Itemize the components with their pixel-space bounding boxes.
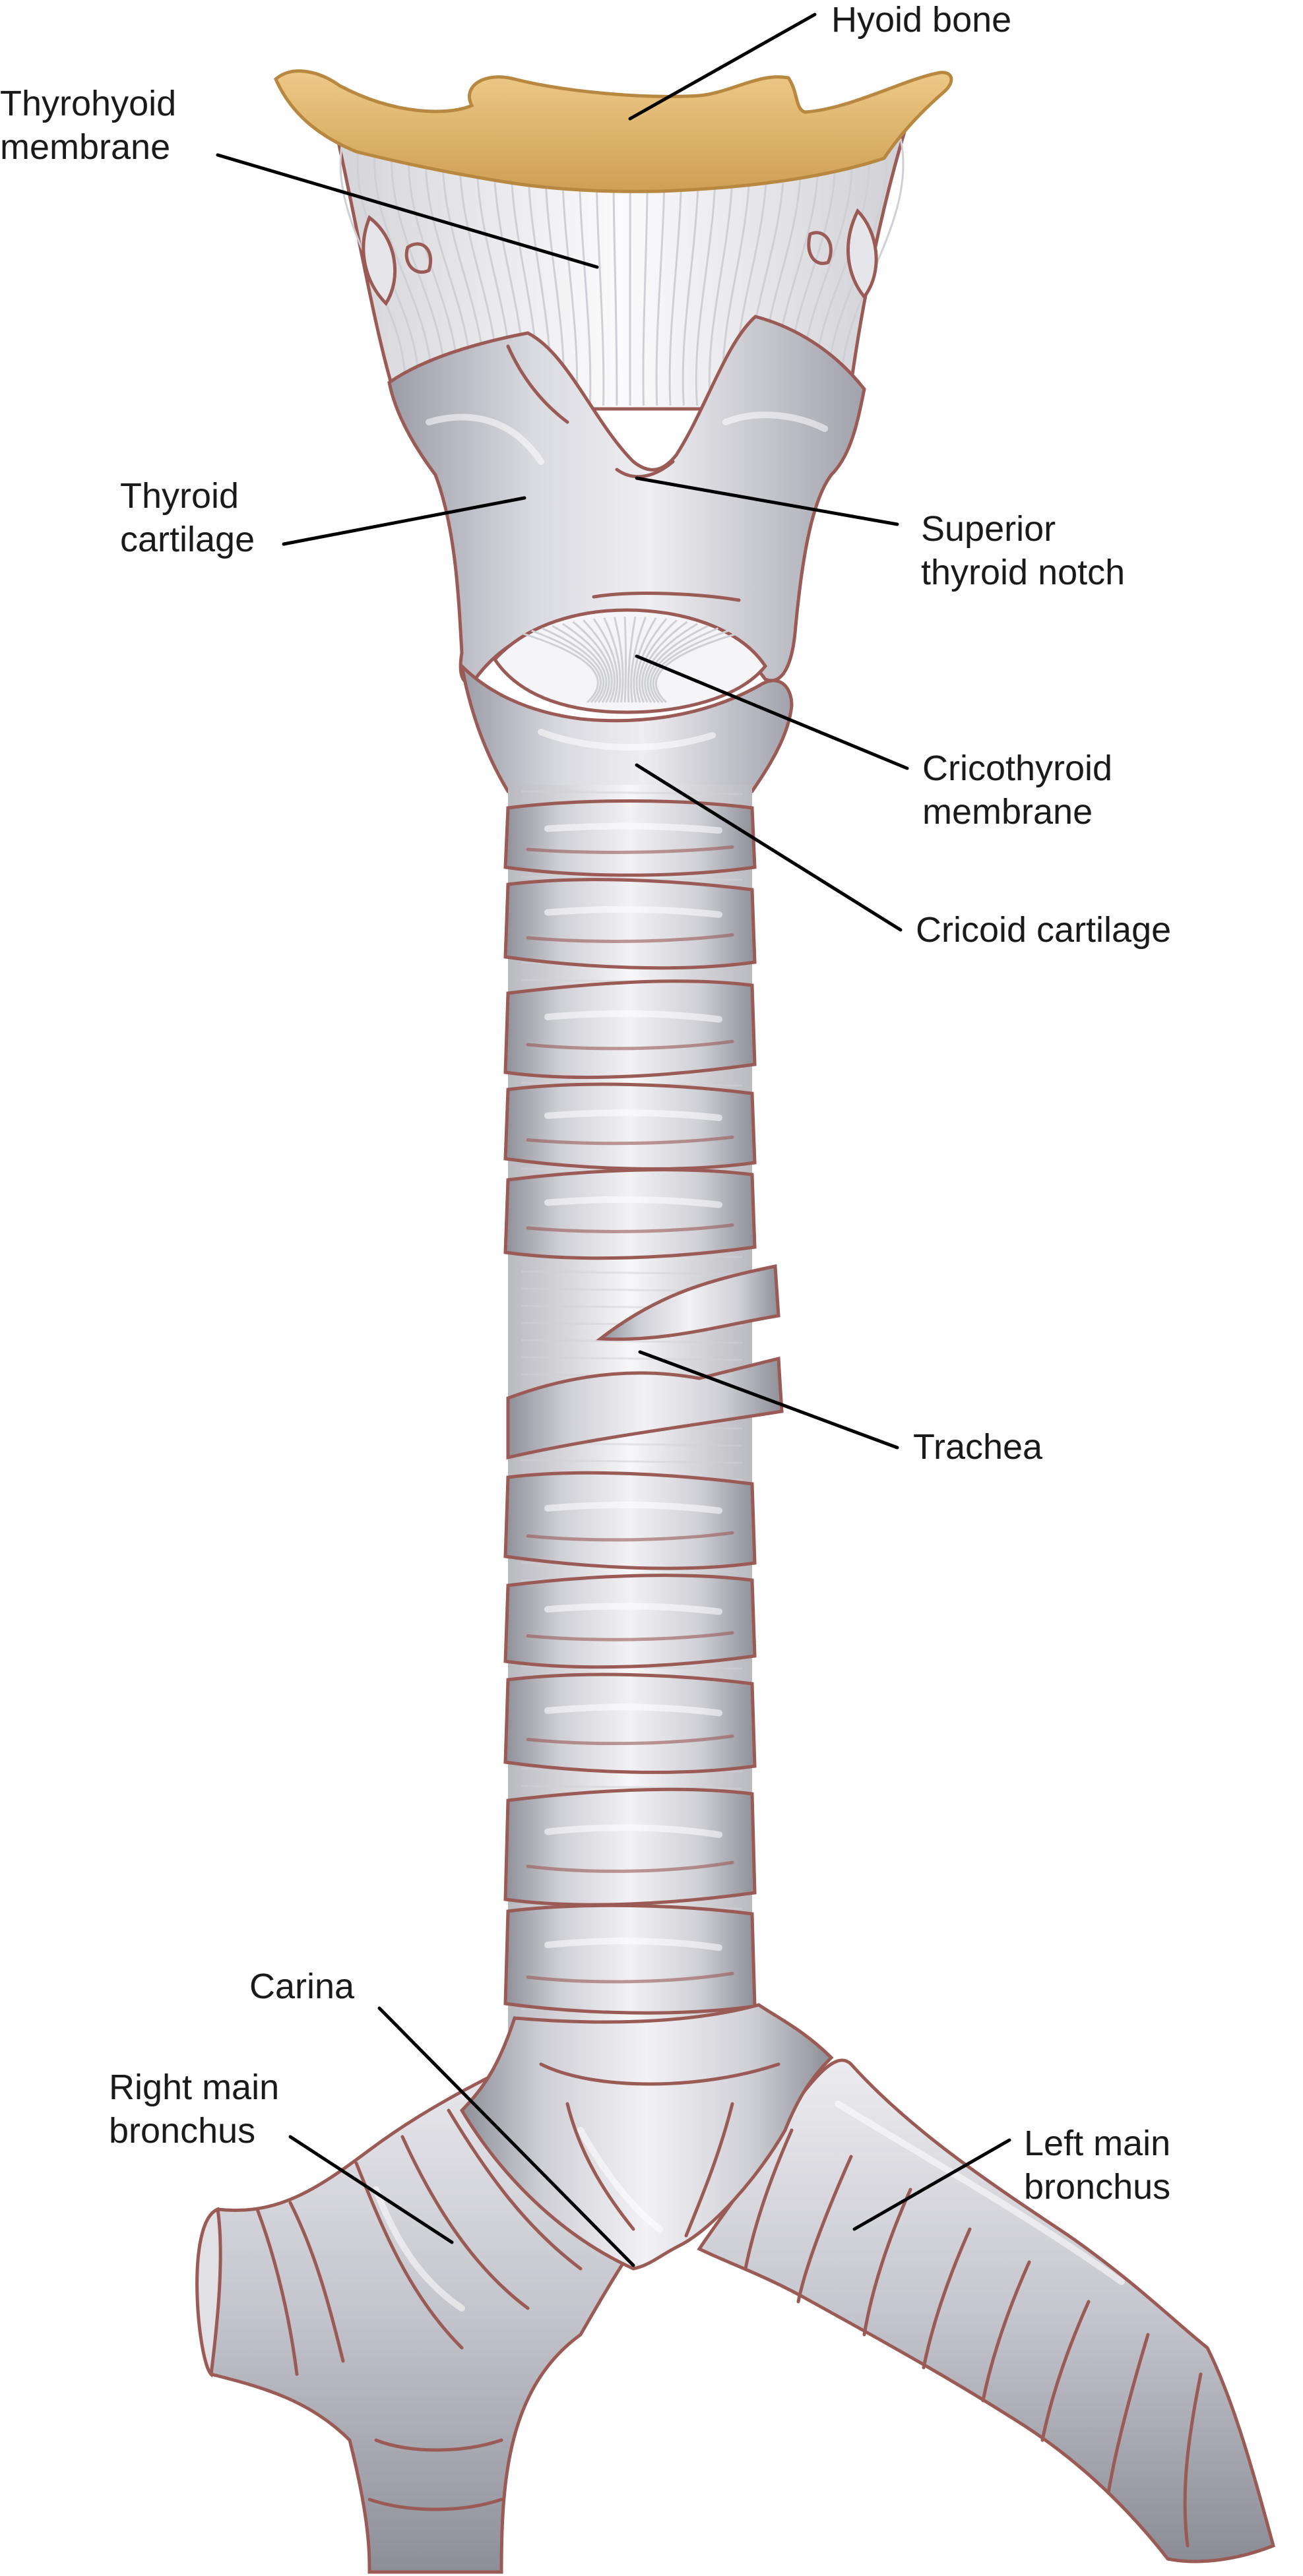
label-right-main-bronchus: Right main bronchus xyxy=(109,2068,289,2151)
membrane-fiber xyxy=(641,621,688,703)
ring-highlight xyxy=(544,1109,722,1121)
membrane-fiber xyxy=(644,623,698,703)
leader-cricothyroid-membrane xyxy=(635,654,909,770)
trachea-fiber xyxy=(521,790,743,795)
membrane-fiber xyxy=(592,618,619,703)
leader-lines xyxy=(216,13,1011,2267)
membrane-fiber xyxy=(541,627,605,703)
membrane-fiber xyxy=(562,623,610,703)
membrane-fiber xyxy=(552,625,608,703)
ring-contour xyxy=(526,1135,734,1146)
leader-hyoid-bone xyxy=(628,13,817,121)
trachea-fiber xyxy=(521,1270,743,1275)
ring-contour xyxy=(526,1531,734,1542)
tracheal-ring xyxy=(503,1082,757,1171)
labels: Hyoid bone Thyrohyoid membrane Thyroid c… xyxy=(0,0,1180,2207)
hyoid-bone-shape xyxy=(273,69,953,193)
membrane-fiber xyxy=(627,616,637,703)
ring-contour xyxy=(526,845,734,854)
leader-cricoid-cartilage xyxy=(635,763,903,932)
trachea-fiber xyxy=(521,1356,743,1361)
tracheal-ring xyxy=(503,1787,757,1907)
label-superior-thyroid-notch: Superior thyroid notch xyxy=(921,509,1125,592)
leader-thyroid-cartilage xyxy=(282,496,526,546)
ring-highlight xyxy=(544,1196,722,1208)
label-hyoid-bone: Hyoid bone xyxy=(831,0,1011,40)
tracheal-ring xyxy=(503,799,757,877)
tracheal-ring xyxy=(503,1471,757,1570)
tracheal-ring xyxy=(503,1903,757,2015)
membrane-fiber xyxy=(521,632,599,704)
membrane-fiber xyxy=(613,617,624,703)
trachea-shape xyxy=(503,785,784,2038)
ring-highlight xyxy=(544,1938,722,1951)
label-cricoid-cartilage: Cricoid cartilage xyxy=(916,910,1171,950)
ring-highlight xyxy=(544,1603,722,1615)
ring-highlight xyxy=(544,1010,722,1023)
membrane-fiber xyxy=(531,629,602,704)
label-left-main-bronchus: Left main bronchus xyxy=(1024,2124,1180,2207)
tracheal-ring xyxy=(503,979,757,1080)
tracheal-ring xyxy=(503,1574,757,1669)
trachea-fiber xyxy=(521,1339,743,1344)
ring-contour xyxy=(526,1631,734,1641)
leader-thyrohyoid-membrane xyxy=(216,153,599,269)
membrane-fiber xyxy=(603,617,621,703)
trachea-fiber xyxy=(521,876,743,881)
trachea-fiber xyxy=(521,1459,743,1464)
ring-highlight xyxy=(544,1703,722,1717)
label-carina: Carina xyxy=(249,1967,355,2006)
ring-highlight xyxy=(544,822,722,834)
ring-contour xyxy=(526,1734,734,1746)
ring-highlight xyxy=(544,1824,722,1838)
label-trachea: Trachea xyxy=(913,1427,1043,1467)
thyroid-cartilage-shape xyxy=(387,315,866,684)
leader-trachea xyxy=(638,1350,899,1450)
ring-contour xyxy=(526,933,734,943)
membrane-fiber xyxy=(630,617,647,703)
membrane-fiber xyxy=(572,621,613,703)
ring-contour xyxy=(526,1223,734,1233)
leader-superior-thyroid-notch xyxy=(635,476,899,526)
leader-left-main-bronchus xyxy=(852,2138,1011,2231)
membrane-fiber xyxy=(583,619,616,703)
left-main-bronchus-shape xyxy=(697,2058,1275,2563)
membrane-fiber xyxy=(633,617,657,703)
tracheal-ring xyxy=(503,878,757,970)
membrane-fiber xyxy=(635,618,668,703)
leader-carina xyxy=(377,2006,635,2267)
trachea-fiber xyxy=(521,1785,743,1790)
label-thyroid-cartilage: Thyroid cartilage xyxy=(120,476,255,559)
ring-highlight xyxy=(544,905,722,918)
label-cricothyroid-membrane: Cricothyroid membrane xyxy=(922,749,1122,832)
tracheal-ring xyxy=(503,1672,757,1774)
leader-right-main-bronchus xyxy=(288,2135,454,2244)
ring-contour xyxy=(526,1971,734,1984)
ring-contour xyxy=(526,1039,734,1051)
ring-highlight xyxy=(544,1501,722,1514)
label-thyrohyoid-membrane: Thyrohyoid membrane xyxy=(0,84,186,167)
membrane-fiber xyxy=(638,619,678,703)
ring-contour xyxy=(526,1860,734,1873)
tracheal-ring xyxy=(503,1168,757,1260)
